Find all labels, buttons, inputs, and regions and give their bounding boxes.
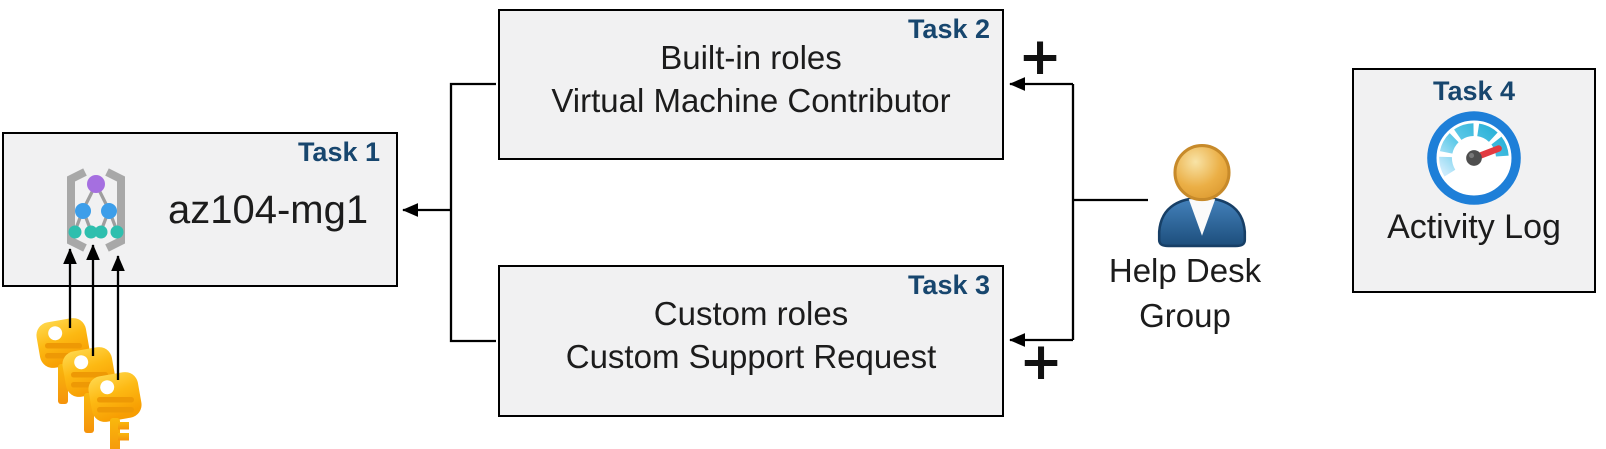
task1-box: Task 1 az104-mg1	[2, 132, 398, 287]
person-icon	[1157, 144, 1247, 248]
keys-icon	[34, 316, 144, 449]
task2-box: Task 2 Built-in roles Virtual Machine Co…	[498, 9, 1004, 160]
plus-icon-task2: +	[1018, 27, 1062, 87]
task3-text: Custom roles Custom Support Request	[500, 292, 1002, 378]
task3-line2: Custom Support Request	[565, 338, 937, 375]
task1-content: az104-mg1	[4, 134, 396, 285]
task2-line2: Virtual Machine Contributor	[551, 82, 951, 119]
task2-line1: Built-in roles	[660, 39, 842, 76]
task3-box: Task 3 Custom roles Custom Support Reque…	[498, 265, 1004, 417]
task3-line1: Custom roles	[653, 295, 849, 332]
task4-caption: Activity Log	[1387, 208, 1561, 246]
plus-icon-task3: +	[1019, 332, 1063, 392]
management-group-name: az104-mg1	[168, 188, 369, 232]
actor-line1: Help Desk	[1108, 252, 1262, 289]
key-icon-3	[86, 370, 144, 449]
task4-box: Task 4 Activity Log	[1352, 68, 1596, 293]
person-collar	[1188, 199, 1216, 236]
actor-label: Help Desk Group	[1075, 248, 1295, 338]
management-group-icon	[67, 167, 125, 252]
task2-text: Built-in roles Virtual Machine Contribut…	[500, 36, 1002, 122]
bracket-left	[449, 82, 496, 343]
task3-label: Task 3	[907, 270, 990, 300]
task1-label: Task 1	[297, 137, 380, 167]
person-head	[1173, 144, 1231, 202]
gauge-icon	[1427, 111, 1521, 205]
task2-label: Task 2	[907, 14, 990, 44]
actor-line2: Group	[1139, 297, 1231, 334]
task4-label: Task 4	[1432, 76, 1516, 106]
